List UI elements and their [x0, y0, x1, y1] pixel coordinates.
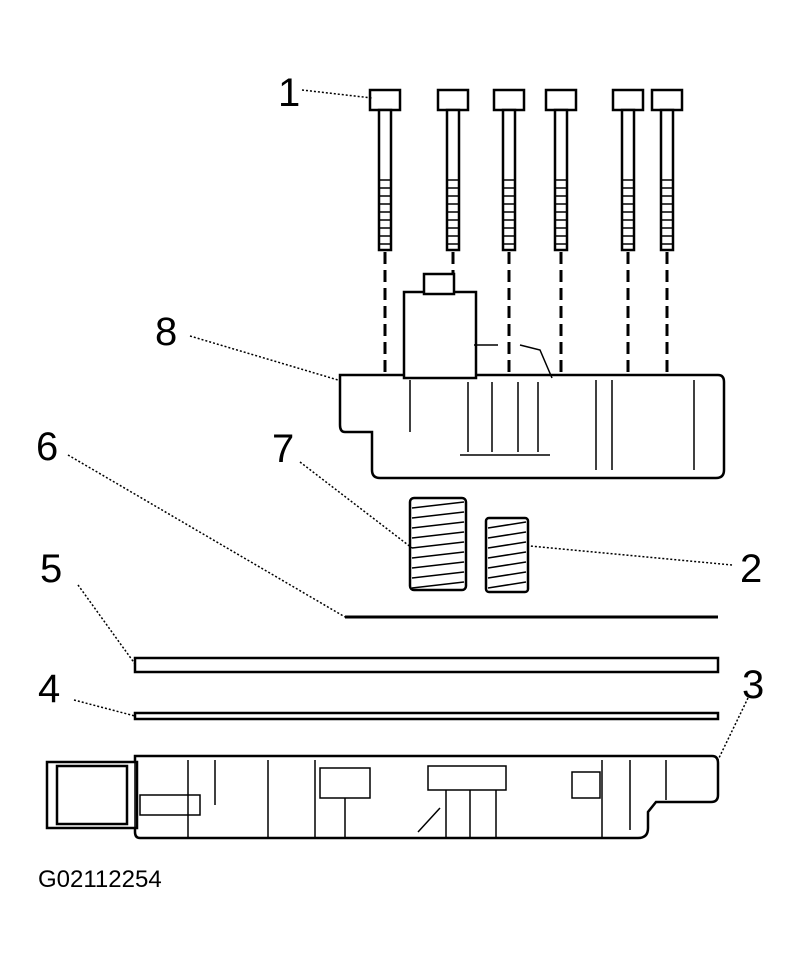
bolt — [611, 88, 645, 375]
callout-8: 8 — [155, 310, 177, 354]
bolt — [368, 88, 402, 375]
callout-6: 6 — [36, 425, 58, 469]
callout-1: 1 — [278, 71, 300, 115]
callout-7: 7 — [272, 427, 294, 471]
callout-3: 3 — [742, 663, 764, 707]
bolt — [650, 88, 684, 375]
callout-2: 2 — [740, 547, 762, 591]
bolts — [368, 88, 684, 375]
leader-lines — [67, 89, 749, 761]
bolt — [436, 88, 470, 295]
callout-5: 5 — [40, 547, 62, 591]
gasket-lower — [133, 711, 720, 721]
bolt — [492, 88, 526, 375]
spacer-plate — [133, 656, 720, 674]
bolt — [544, 88, 578, 375]
upper-body — [338, 272, 726, 480]
callout-4: 4 — [38, 667, 60, 711]
spring-small — [484, 516, 530, 594]
figure-id: G02112254 — [38, 866, 162, 893]
lower-body — [45, 754, 720, 840]
spring-large — [408, 496, 468, 592]
